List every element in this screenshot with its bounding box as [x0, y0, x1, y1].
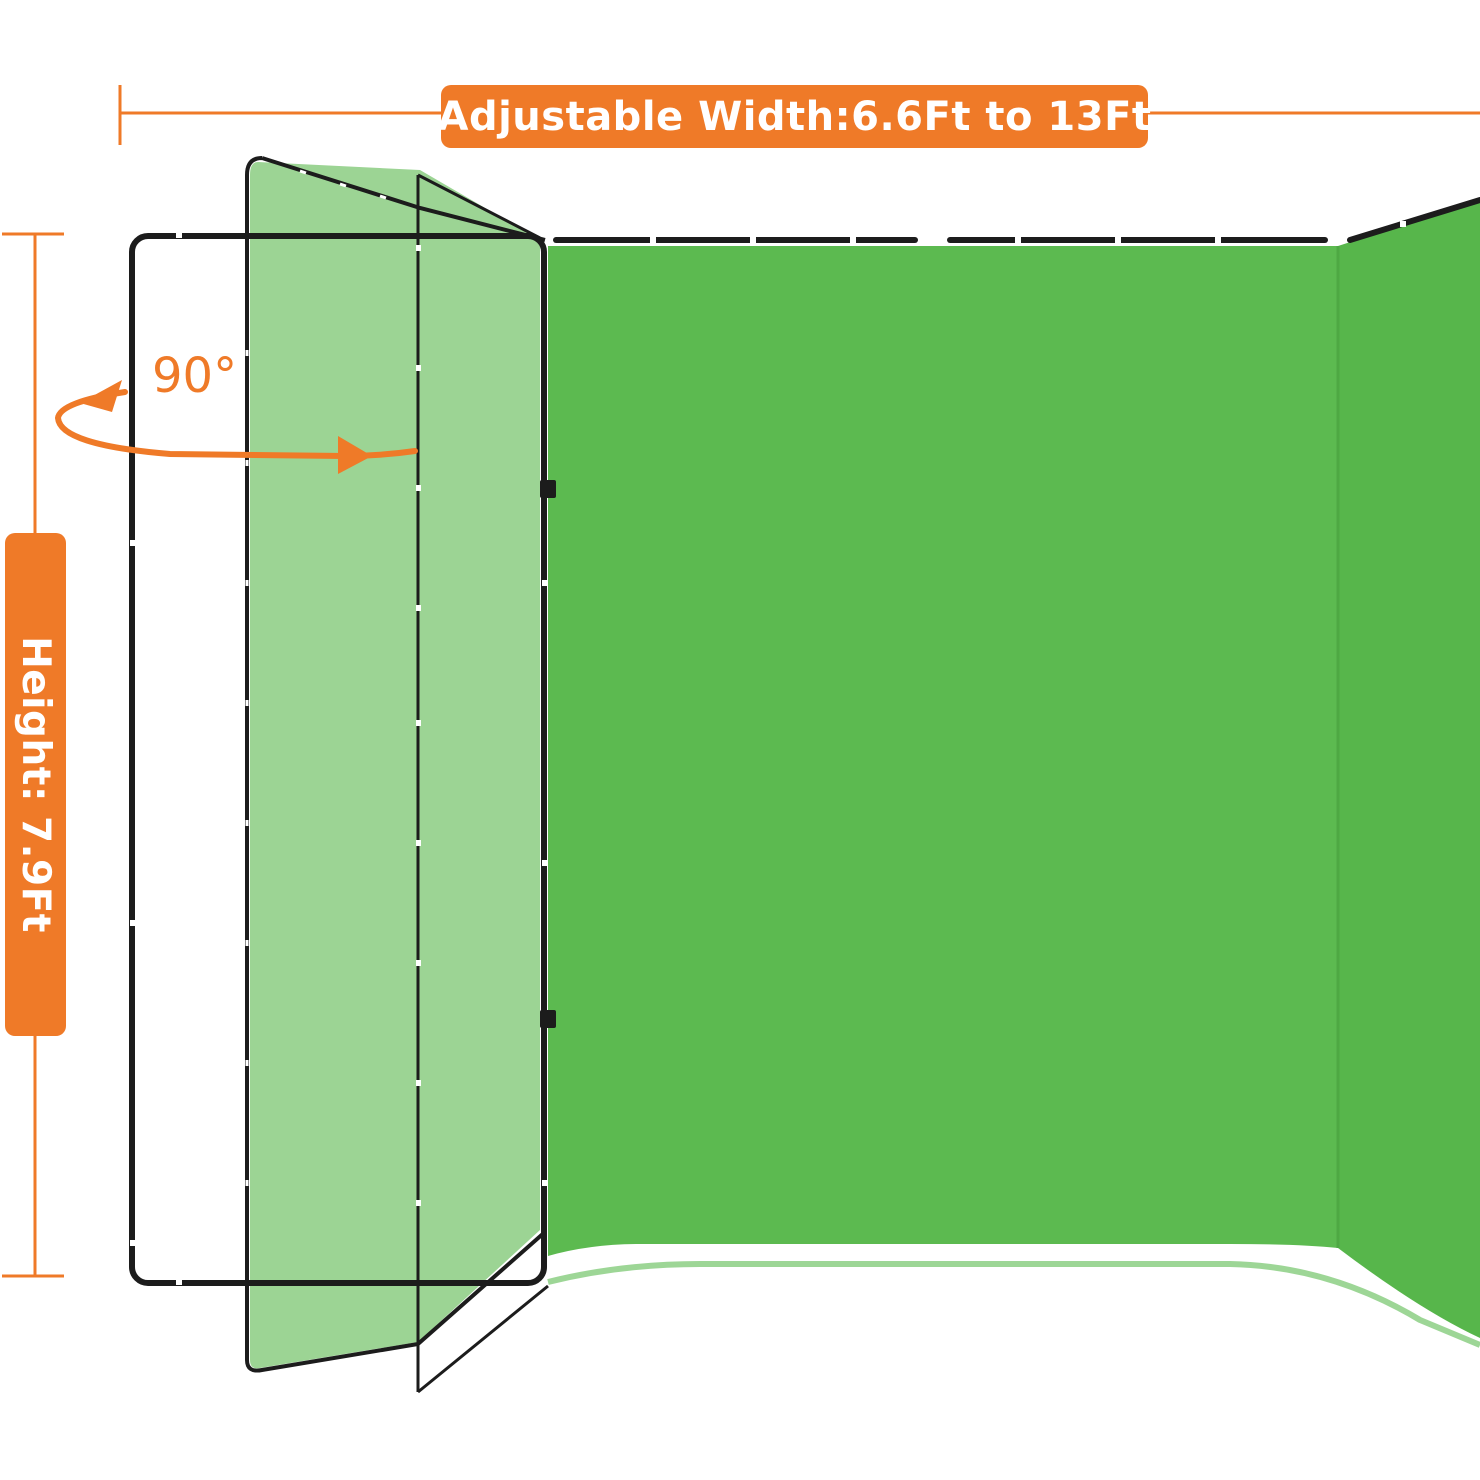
width-dimension-label: Adjustable Width:6.6Ft to 13Ft [437, 85, 1151, 148]
front-frame [129, 233, 547, 1286]
rotation-arrow-head-left [80, 380, 122, 412]
outer-panel-frame [416, 173, 549, 1394]
side-panel-frame [245, 156, 547, 1373]
side-panel-frame-dashes [245, 169, 387, 1186]
rotation-angle-label: 90° [152, 348, 238, 404]
height-dimension-badge: Height: 7.9Ft [5, 533, 66, 1036]
rail-clips [650, 221, 1406, 243]
rotation-arrow-head-right [338, 436, 372, 474]
rotation-arrow [54, 380, 418, 474]
front-frame-clips [540, 480, 556, 1028]
top-rail [553, 197, 1480, 243]
height-dimension-label: Height: 7.9Ft [13, 636, 58, 933]
green-backdrop-right-wing [1338, 200, 1480, 1338]
outer-panel-frame-dashes [416, 245, 421, 1206]
side-panel-fabric [250, 162, 540, 1369]
width-dimension-line [118, 85, 1480, 145]
green-backdrop-center [548, 246, 1338, 1256]
height-dimension-line [2, 232, 64, 1278]
front-frame-dashes [130, 233, 547, 1285]
backdrop-floor-edge [547, 1261, 1480, 1348]
